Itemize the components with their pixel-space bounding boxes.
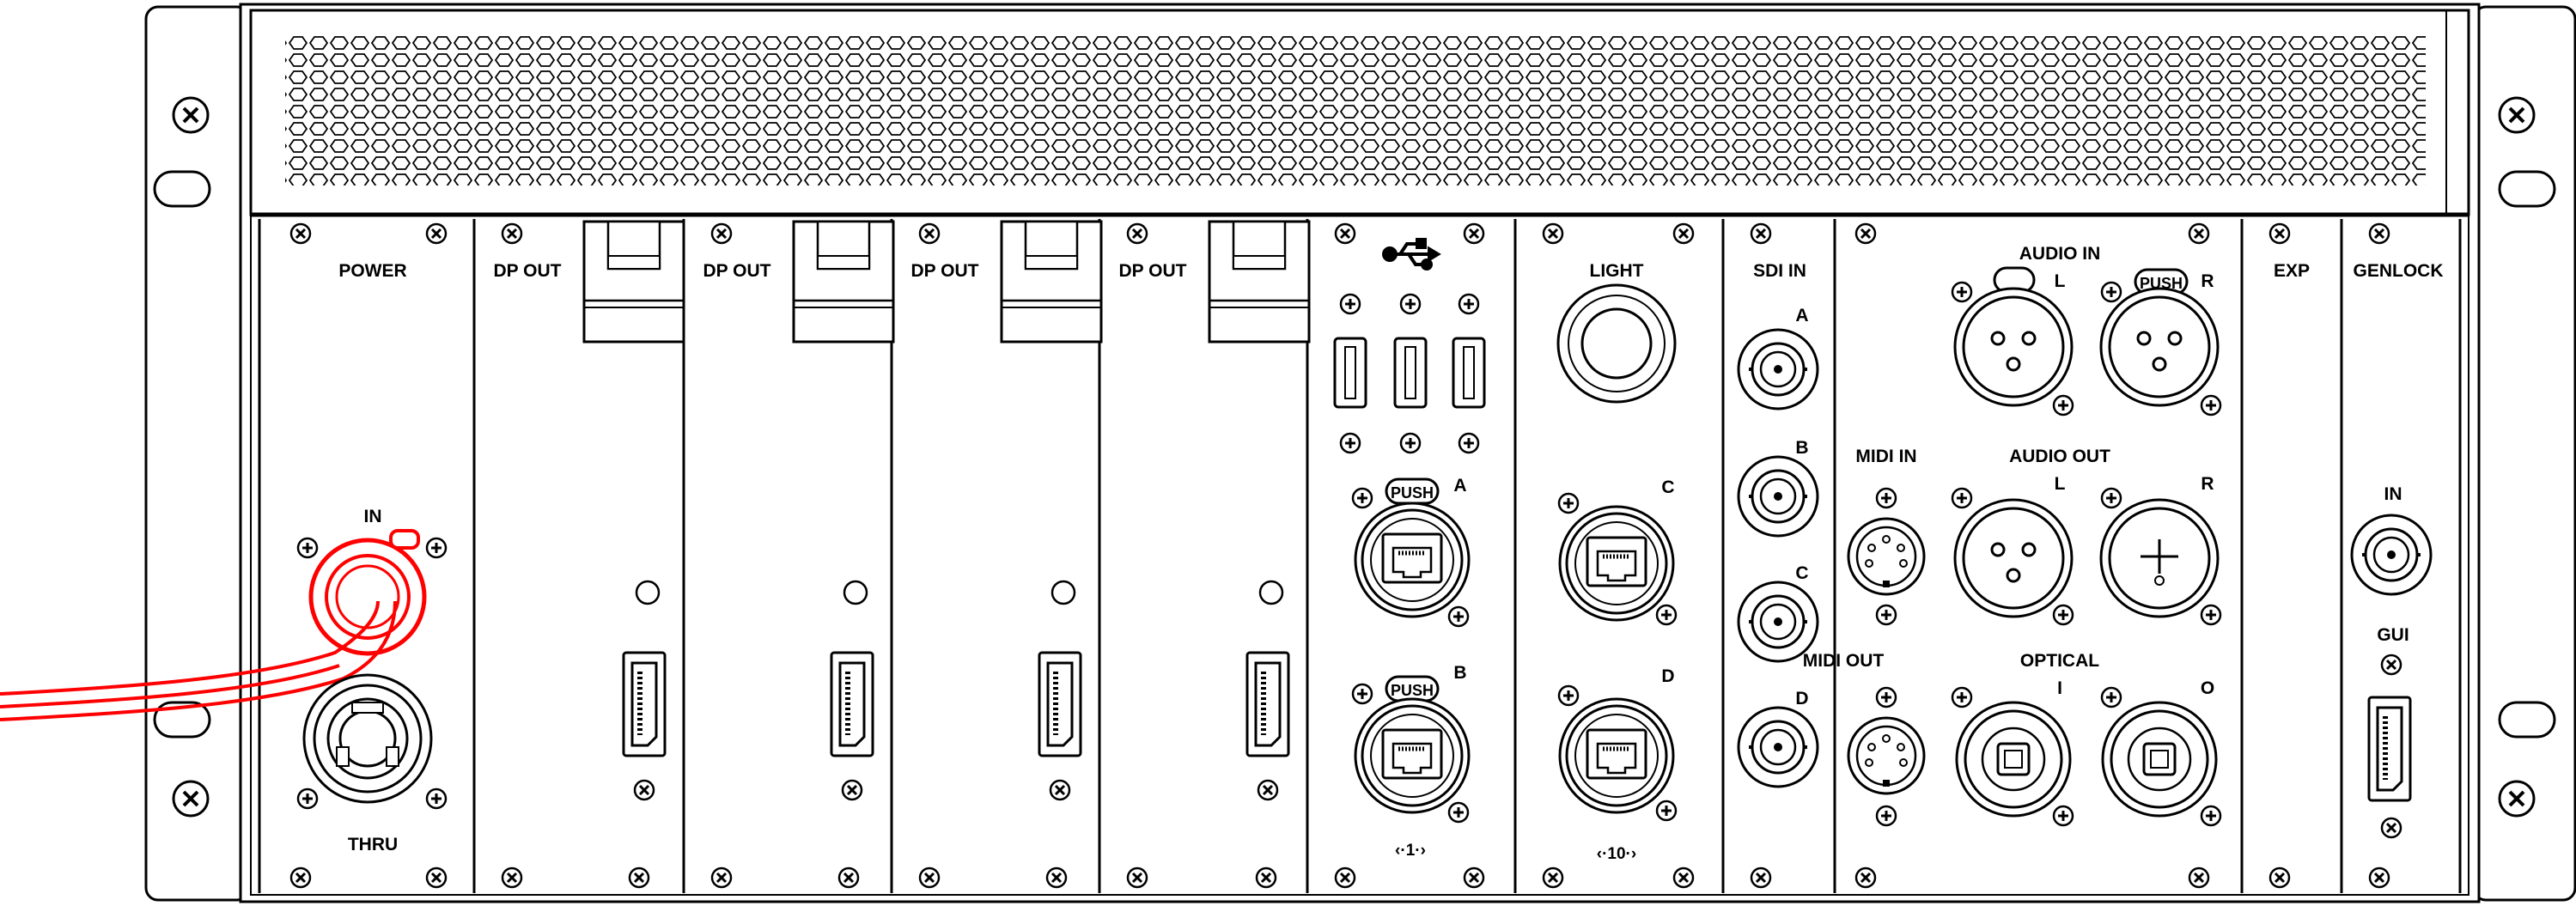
bnc-d-icon[interactable] xyxy=(1737,706,1819,788)
exp-slot: EXP xyxy=(2274,261,2310,281)
ethercon-a-icon[interactable] xyxy=(1355,503,1469,617)
push-label: PUSH xyxy=(1391,484,1434,502)
audio-out-title: AUDIO OUT xyxy=(2009,447,2110,466)
light-slot: LIGHT C D ‹·10·› xyxy=(1556,261,1678,863)
rack-screw-icon xyxy=(172,780,210,818)
displayport-icon[interactable] xyxy=(624,653,665,756)
audio-in-title: AUDIO IN xyxy=(2019,244,2101,264)
sdi-in-title: SDI IN xyxy=(1753,261,1806,281)
led-indicator-icon xyxy=(635,580,661,605)
ethernet-c-label: C xyxy=(1661,477,1674,497)
xlr-in-l-icon[interactable] xyxy=(1953,287,2074,407)
usb-slot: PUSH A PUSH B ‹·1·› xyxy=(1333,238,1486,860)
din-midi-out-icon[interactable] xyxy=(1847,716,1926,795)
rack-slot-icon xyxy=(2498,701,2556,739)
rack-screw-icon xyxy=(2498,780,2536,818)
midi-out-title: MIDI OUT xyxy=(1803,651,1885,671)
card-latch-icon xyxy=(582,220,685,344)
exp-title: EXP xyxy=(2274,261,2310,281)
optical-out-icon[interactable] xyxy=(2101,701,2218,818)
right-rack-ear xyxy=(2472,5,2576,902)
displayport-gui-icon[interactable] xyxy=(2369,697,2410,800)
displayport-icon[interactable] xyxy=(1247,653,1288,756)
sdi-d-label: D xyxy=(1795,689,1808,708)
rack-slot-icon xyxy=(153,701,211,739)
dp-out-slot-2: DP OUT xyxy=(703,220,895,801)
power-thru-label: THRU xyxy=(348,835,398,854)
optical-i-label: I xyxy=(2057,678,2062,698)
power-in-connector[interactable] xyxy=(308,529,427,656)
rack-screw-icon xyxy=(172,96,210,134)
displayport-icon[interactable] xyxy=(1039,653,1081,756)
power-title: POWER xyxy=(338,261,406,281)
dp-out-slot-4: DP OUT xyxy=(1119,220,1311,801)
gui-label: GUI xyxy=(2377,625,2409,645)
dp-out-slot-3: DP OUT xyxy=(911,220,1103,801)
push-label: PUSH xyxy=(2140,275,2183,292)
left-rack-ear xyxy=(144,5,251,902)
ethernet-a-label: A xyxy=(1453,476,1466,496)
bnc-c-icon[interactable] xyxy=(1737,581,1819,663)
bnc-b-icon[interactable] xyxy=(1737,455,1819,538)
led-indicator-icon xyxy=(1050,580,1076,605)
bnc-genlock-icon[interactable] xyxy=(2350,514,2433,596)
link-speed-label: ‹·10·› xyxy=(1597,845,1636,863)
light-title: LIGHT xyxy=(1590,261,1644,281)
usb-port-icon[interactable] xyxy=(1393,337,1428,409)
ethernet-b-label: B xyxy=(1453,663,1466,683)
push-label: PUSH xyxy=(1391,682,1434,699)
ethercon-c-icon[interactable] xyxy=(1560,507,1673,620)
optical-o-label: O xyxy=(2201,678,2214,698)
rack-slot-icon xyxy=(2498,170,2556,208)
ethercon-d-icon[interactable] xyxy=(1560,699,1673,812)
ethernet-d-label: D xyxy=(1661,666,1674,686)
xlr-out-l-icon[interactable] xyxy=(1953,498,2074,618)
bnc-a-icon[interactable] xyxy=(1737,328,1819,410)
audio-out-l-label: L xyxy=(2055,474,2066,494)
sdi-in-slot: SDI IN A B C D xyxy=(1737,261,1819,788)
audio-in-r-label: R xyxy=(2201,271,2214,291)
xlr-out-r-icon[interactable] xyxy=(2099,498,2220,618)
led-indicator-icon xyxy=(1258,580,1284,605)
rack-screw-icon xyxy=(2498,96,2536,134)
genlock-in-label: IN xyxy=(2384,484,2402,504)
xlr-in-r-icon[interactable] xyxy=(2099,287,2220,407)
rocker-switch-icon[interactable] xyxy=(1556,283,1677,404)
ethercon-b-icon[interactable] xyxy=(1355,699,1469,812)
audio-slot: AUDIO IN L R PUSH MIDI IN AUDIO OUT L R … xyxy=(1803,244,2222,827)
dp-out-title: DP OUT xyxy=(1119,261,1187,281)
audio-in-l-label: L xyxy=(2055,271,2066,291)
audio-out-r-label: R xyxy=(2201,474,2214,494)
dp-out-title: DP OUT xyxy=(703,261,771,281)
card-latch-icon xyxy=(1000,220,1103,344)
genlock-title: GENLOCK xyxy=(2354,261,2444,281)
led-indicator-icon xyxy=(843,580,868,605)
dp-out-slot-1: DP OUT xyxy=(494,220,685,801)
displayport-icon[interactable] xyxy=(831,653,873,756)
power-cable xyxy=(0,600,397,721)
rack-slot-icon xyxy=(153,170,211,208)
sdi-b-label: B xyxy=(1795,438,1808,458)
usb-port-icon[interactable] xyxy=(1333,337,1367,409)
link-speed-label: ‹·1·› xyxy=(1395,842,1426,860)
sdi-a-label: A xyxy=(1795,306,1808,325)
optical-title: OPTICAL xyxy=(2020,651,2099,671)
genlock-slot: GENLOCK IN GUI xyxy=(2350,261,2444,839)
sdi-c-label: C xyxy=(1795,563,1808,583)
card-latch-icon xyxy=(1208,220,1311,344)
optical-in-icon[interactable] xyxy=(1955,701,2072,818)
power-slot: POWER IN THRU xyxy=(0,261,448,854)
dp-out-title: DP OUT xyxy=(494,261,562,281)
usb-port-icon[interactable] xyxy=(1452,337,1486,409)
midi-in-title: MIDI IN xyxy=(1855,447,1916,466)
ventilation-grille xyxy=(249,9,2470,217)
powercon-thru-icon[interactable] xyxy=(302,673,433,804)
dp-out-title: DP OUT xyxy=(911,261,979,281)
power-in-label: IN xyxy=(364,507,382,526)
din-midi-in-icon[interactable] xyxy=(1847,517,1926,596)
card-latch-icon xyxy=(792,220,895,344)
usb-icon xyxy=(1382,238,1441,271)
